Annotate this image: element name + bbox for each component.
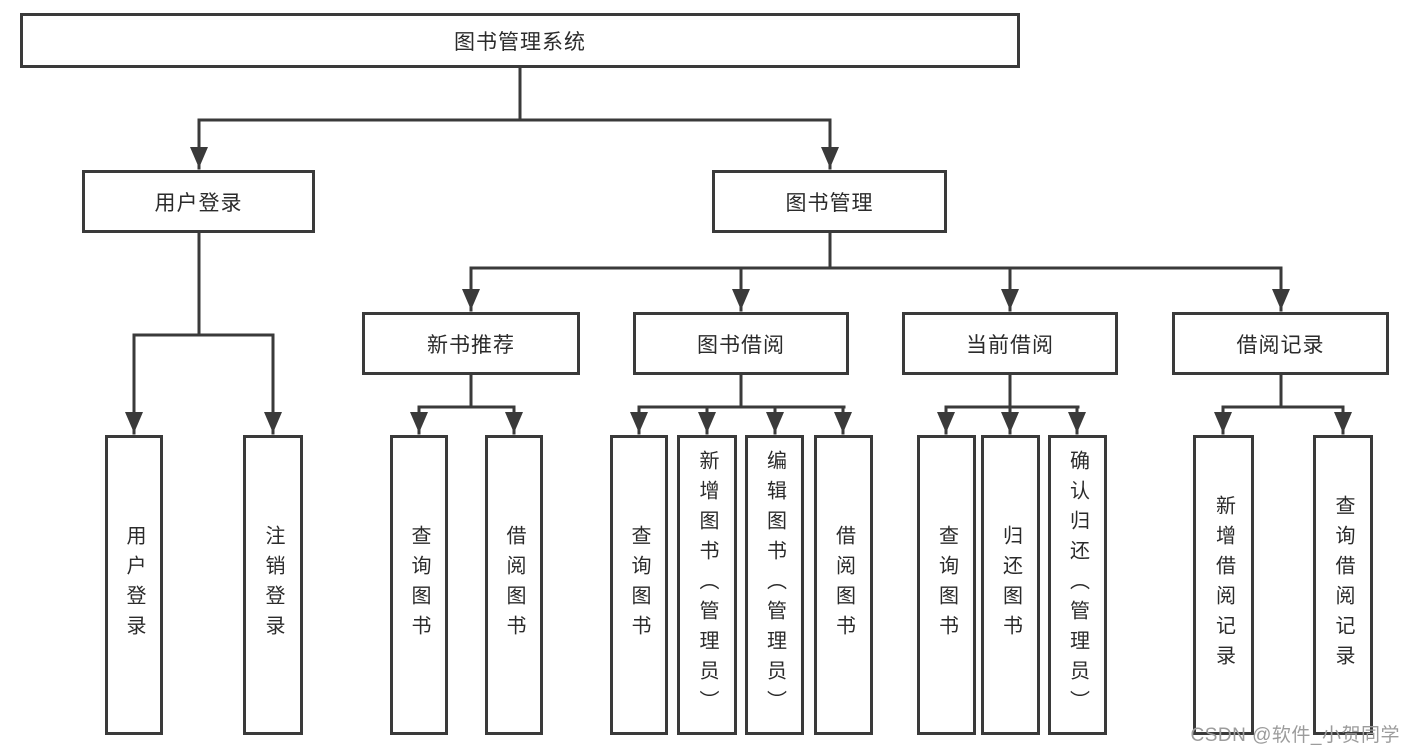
node-book-management: 图书管理 (712, 170, 947, 233)
leaf-query-books-recommend: 查询图书 (390, 435, 448, 735)
leaf-query-books-current: 查询图书 (917, 435, 976, 735)
node-book-borrowing: 图书借阅 (633, 312, 849, 375)
leaf-user-login: 用户登录 (105, 435, 163, 735)
leaf-query-books-borrow: 查询图书 (610, 435, 668, 735)
node-current-borrowing: 当前借阅 (902, 312, 1118, 375)
leaf-add-books-admin: 新增图书（管理员） (677, 435, 737, 735)
leaf-confirm-return-admin: 确认归还（管理员） (1048, 435, 1107, 735)
leaf-edit-books-admin: 编辑图书（管理员） (745, 435, 804, 735)
connector-level3 (410, 373, 1352, 435)
leaf-borrow-books-recommend: 借阅图书 (485, 435, 543, 735)
node-library-management-system: 图书管理系统 (20, 13, 1020, 68)
leaf-borrow-books: 借阅图书 (814, 435, 873, 735)
leaf-logout: 注销登录 (243, 435, 303, 735)
csdn-watermark: CSDN @软件_小贺同学 (1190, 725, 1400, 746)
connector-user-login (125, 231, 282, 435)
node-new-book-recommendation: 新书推荐 (362, 312, 580, 375)
node-borrowing-records: 借阅记录 (1172, 312, 1389, 375)
leaf-query-borrow-record: 查询借阅记录 (1313, 435, 1373, 735)
leaf-add-borrow-record: 新增借阅记录 (1193, 435, 1254, 735)
node-user-login: 用户登录 (82, 170, 315, 233)
connector-book-management (462, 231, 1290, 312)
connector-root (190, 66, 839, 170)
leaf-return-books: 归还图书 (981, 435, 1040, 735)
